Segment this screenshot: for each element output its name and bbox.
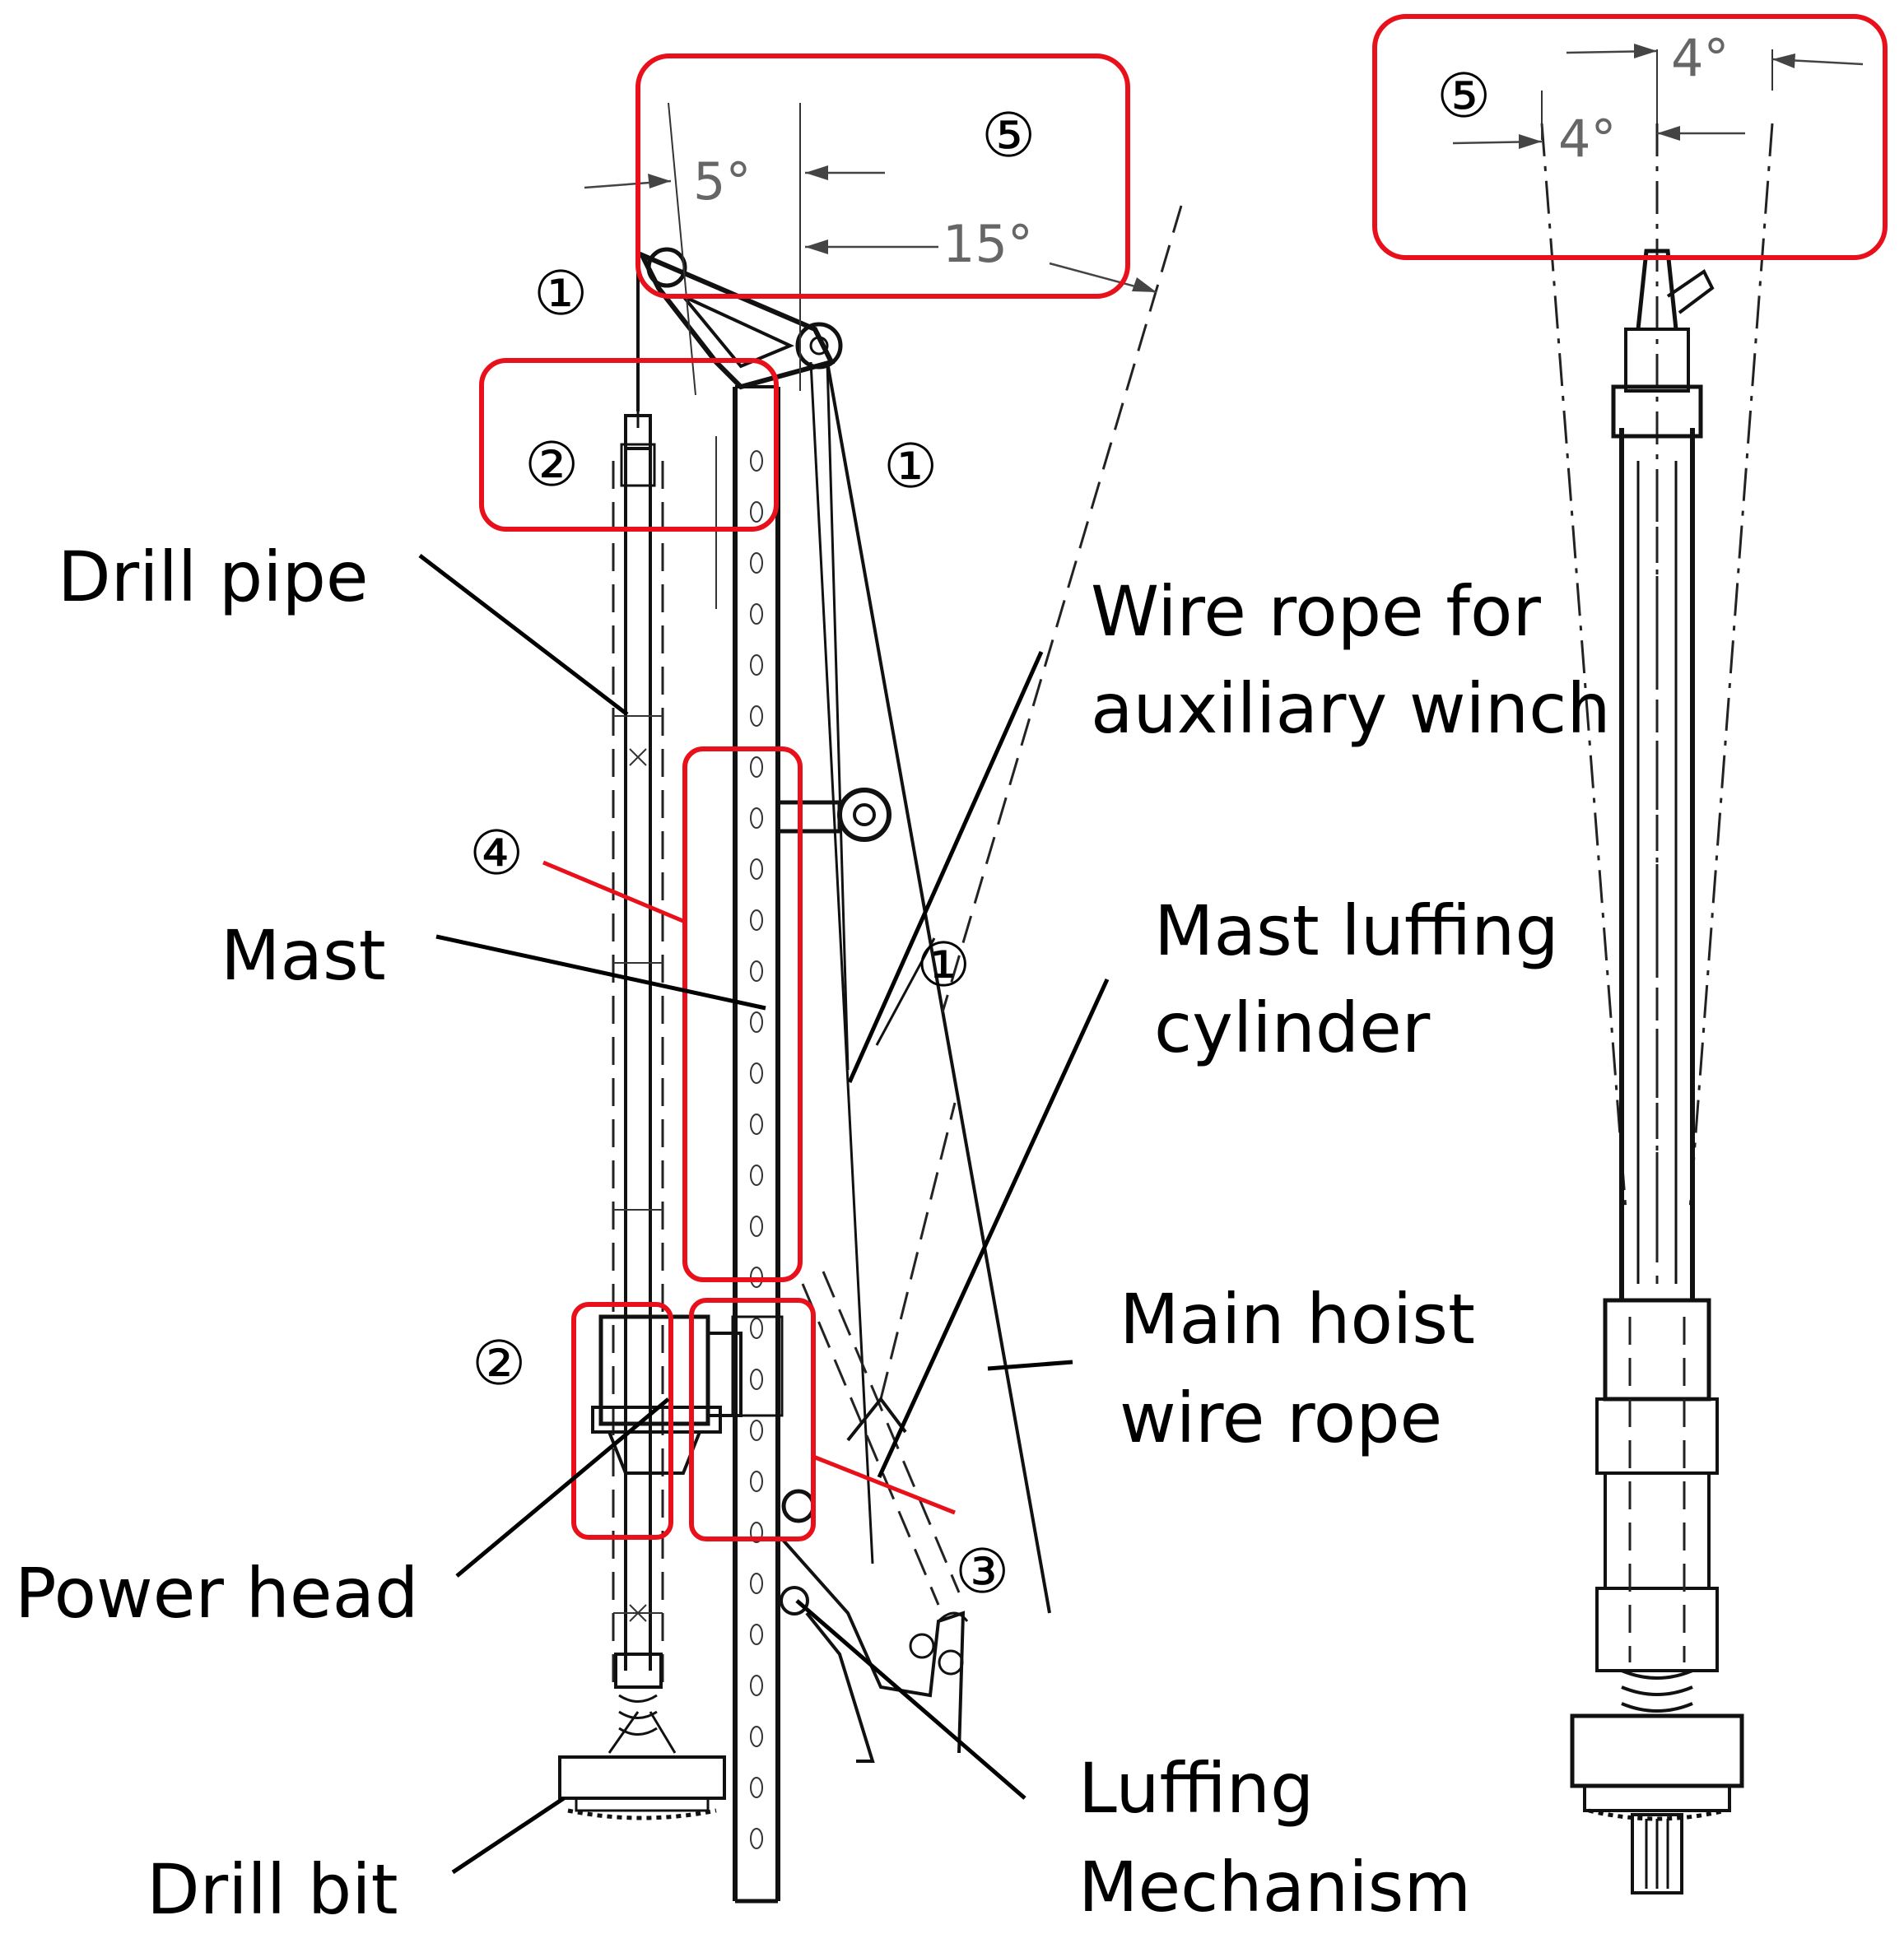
label-mast-luffing-line2: cylinder — [1154, 988, 1431, 1068]
mast-hole — [750, 1675, 763, 1696]
drill-pipe-leader — [418, 554, 629, 716]
mast-luffing-cylinder-leader — [877, 978, 1110, 1479]
side-view-drawing — [558, 102, 1183, 1904]
marker-2-top: ② — [524, 430, 579, 500]
front-mast-drawing — [1611, 249, 1715, 1300]
label-main-hoist-line1: Main hoist — [1120, 1279, 1475, 1360]
mast-hole — [750, 1165, 763, 1186]
mast-hole — [750, 807, 763, 829]
main-hoist-leader — [987, 1360, 1073, 1371]
mast-hole — [750, 1726, 763, 1747]
side-angle-lines — [668, 102, 1183, 1046]
mast-hole — [750, 552, 763, 574]
power-head-leader — [455, 1397, 670, 1578]
mast-luffing-cylinder-drawing — [801, 1102, 961, 1606]
mast-hole — [750, 1113, 763, 1135]
label-power-head: Power head — [15, 1553, 418, 1634]
box-top-tilt-side — [635, 53, 1130, 299]
mast-top-head-drawing — [636, 247, 843, 411]
drill-bit-leader — [451, 1796, 566, 1875]
angle-side-5: 5° — [693, 151, 751, 212]
mast-hole — [750, 1573, 763, 1594]
mast-hole — [750, 756, 763, 778]
leader-lines — [418, 554, 1110, 1875]
drill-bit-drawing — [558, 1711, 726, 1820]
auxiliary-sheave-drawing — [778, 788, 891, 842]
marker-1-top: ① — [533, 258, 588, 329]
mast-hole — [750, 1624, 763, 1645]
box-power-head — [571, 1302, 673, 1540]
front-angle-dimensions — [1452, 44, 1864, 149]
mast-hole — [750, 1011, 763, 1033]
marker-4-connector — [542, 860, 686, 924]
drill-pipe-drawing — [612, 407, 664, 1736]
mast-hole — [750, 1318, 763, 1339]
marker-3: ③ — [955, 1537, 1009, 1607]
marker-3-connector — [812, 1454, 956, 1515]
label-main-hoist-line2: wire rope — [1120, 1378, 1442, 1458]
front-lower-assembly-drawing — [1570, 1298, 1744, 1894]
label-luffing-line2: Mechanism — [1078, 1847, 1471, 1927]
mast-hole — [750, 1471, 763, 1492]
front-view-drawing — [1452, 44, 1864, 1894]
mast-hole — [750, 1369, 763, 1390]
mast-hole — [750, 654, 763, 676]
mast-hole — [750, 603, 763, 625]
mast-hole — [750, 1828, 763, 1849]
label-drill-pipe: Drill pipe — [58, 537, 369, 617]
label-wire-rope-line2: auxiliary winch — [1091, 668, 1611, 749]
marker-2-bottom: ② — [472, 1328, 526, 1399]
mast-hole — [750, 1522, 763, 1543]
marker-5-side: ⑤ — [981, 100, 1036, 171]
power-head-drawing — [591, 1314, 784, 1475]
side-angle-dimensions — [584, 165, 1157, 294]
angle-front-4-lower: 4° — [1558, 109, 1616, 169]
luffing-mechanism-drawing — [780, 1489, 969, 1763]
box-pipe-connection-top — [479, 358, 779, 532]
label-drill-bit: Drill bit — [147, 1849, 398, 1930]
marker-4: ④ — [469, 818, 524, 889]
mast-hole — [750, 705, 763, 727]
label-mast-luffing-line1: Mast luffing — [1154, 890, 1559, 971]
mast-hole — [750, 501, 763, 523]
marker-5-front: ⑤ — [1436, 61, 1491, 132]
mast-hole — [750, 1062, 763, 1084]
mast-leader — [435, 934, 766, 1011]
mast-hole — [750, 858, 763, 880]
mast-hole — [750, 1420, 763, 1441]
mast-hole — [750, 1216, 763, 1237]
mast-hole — [750, 960, 763, 982]
angle-side-15: 15° — [943, 214, 1033, 274]
wire-rope-leader — [847, 650, 1044, 1084]
luffing-mechanism-leader — [795, 1599, 1026, 1800]
box-front-top-tilt — [1372, 14, 1888, 260]
label-luffing-line1: Luffing — [1078, 1748, 1314, 1829]
mast-hole — [750, 1777, 763, 1798]
label-mast: Mast — [221, 915, 386, 996]
mast-drawing — [733, 385, 780, 1904]
mast-hole — [750, 450, 763, 472]
box-mast-lower — [689, 1298, 816, 1541]
label-wire-rope-line1: Wire rope for — [1091, 571, 1541, 652]
mast-hole — [750, 909, 763, 931]
angle-front-4-top: 4° — [1671, 28, 1729, 88]
highlight-boxes — [479, 14, 1888, 1541]
box-mast-section — [682, 746, 803, 1282]
marker-1-middle: ① — [916, 930, 971, 1001]
marker-1-right: ① — [883, 431, 938, 502]
